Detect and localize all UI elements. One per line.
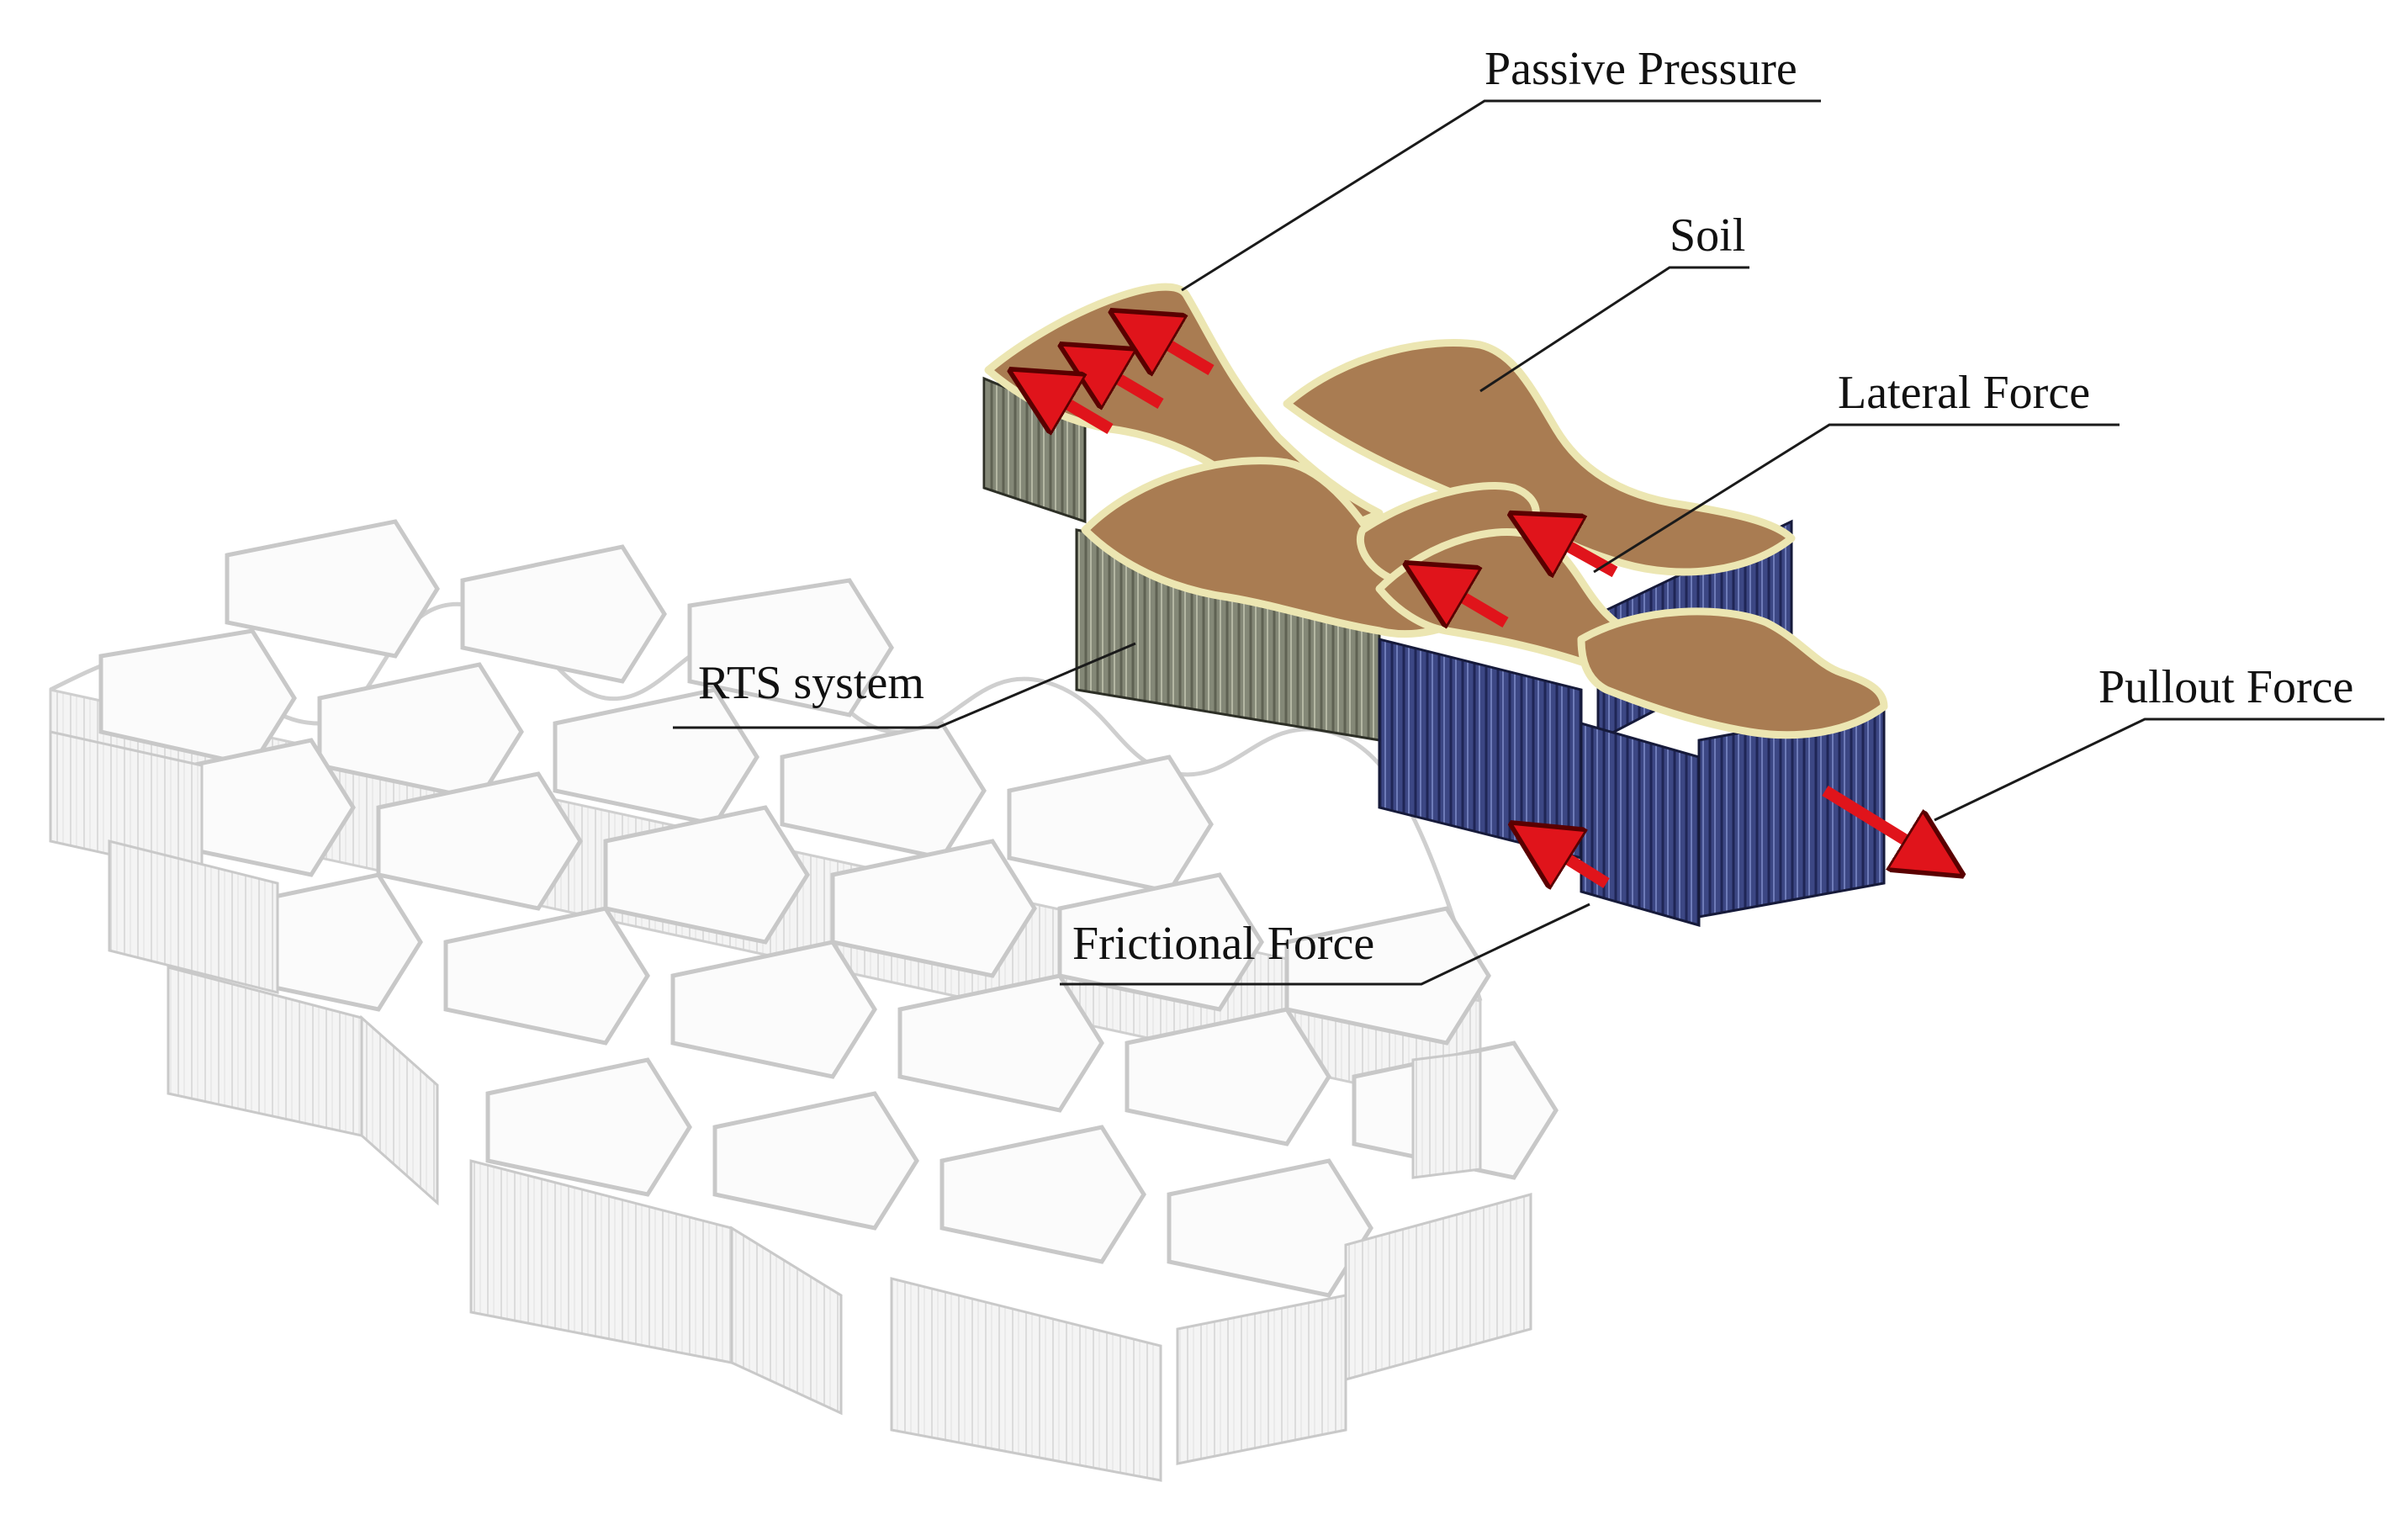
label-lateral-force: Lateral Force bbox=[1838, 367, 2090, 419]
leader-soil bbox=[1479, 266, 1749, 393]
force-arrows bbox=[1039, 328, 1934, 883]
label-pullout-force: Pullout Force bbox=[2098, 661, 2353, 713]
cell-wall-blue-1 bbox=[1378, 638, 1583, 860]
leader-passive-pressure bbox=[1181, 99, 1821, 292]
leader-lateral-force bbox=[1593, 423, 2120, 574]
label-passive-pressure: Passive Pressure bbox=[1484, 43, 1797, 95]
arrow-passive-1 bbox=[1140, 328, 1215, 370]
grid-walls bbox=[49, 730, 1532, 1482]
arrow-passive-3 bbox=[1039, 387, 1114, 429]
leader-pullout-force bbox=[1934, 717, 2384, 822]
arrow-lateral-1 bbox=[1539, 530, 1618, 572]
label-soil: Soil bbox=[1670, 209, 1745, 262]
rts-grid-background bbox=[49, 519, 1559, 1482]
cell-wall-blue-3 bbox=[1580, 722, 1701, 927]
arrow-pullout bbox=[1822, 786, 1934, 858]
leader-frictional-force bbox=[1060, 903, 1590, 986]
arrow-lateral-2 bbox=[1434, 580, 1509, 622]
label-rts-system: RTS system bbox=[698, 657, 924, 709]
leader-rts-system bbox=[673, 642, 1136, 729]
grid-cells bbox=[98, 519, 1559, 1298]
arrow-passive-2 bbox=[1089, 362, 1164, 404]
arrow-frictional bbox=[1539, 841, 1610, 883]
leader-lines bbox=[673, 99, 2384, 986]
label-frictional-force: Frictional Force bbox=[1072, 918, 1374, 970]
labels: Passive Pressure Soil Lateral Force RTS … bbox=[698, 43, 2353, 970]
